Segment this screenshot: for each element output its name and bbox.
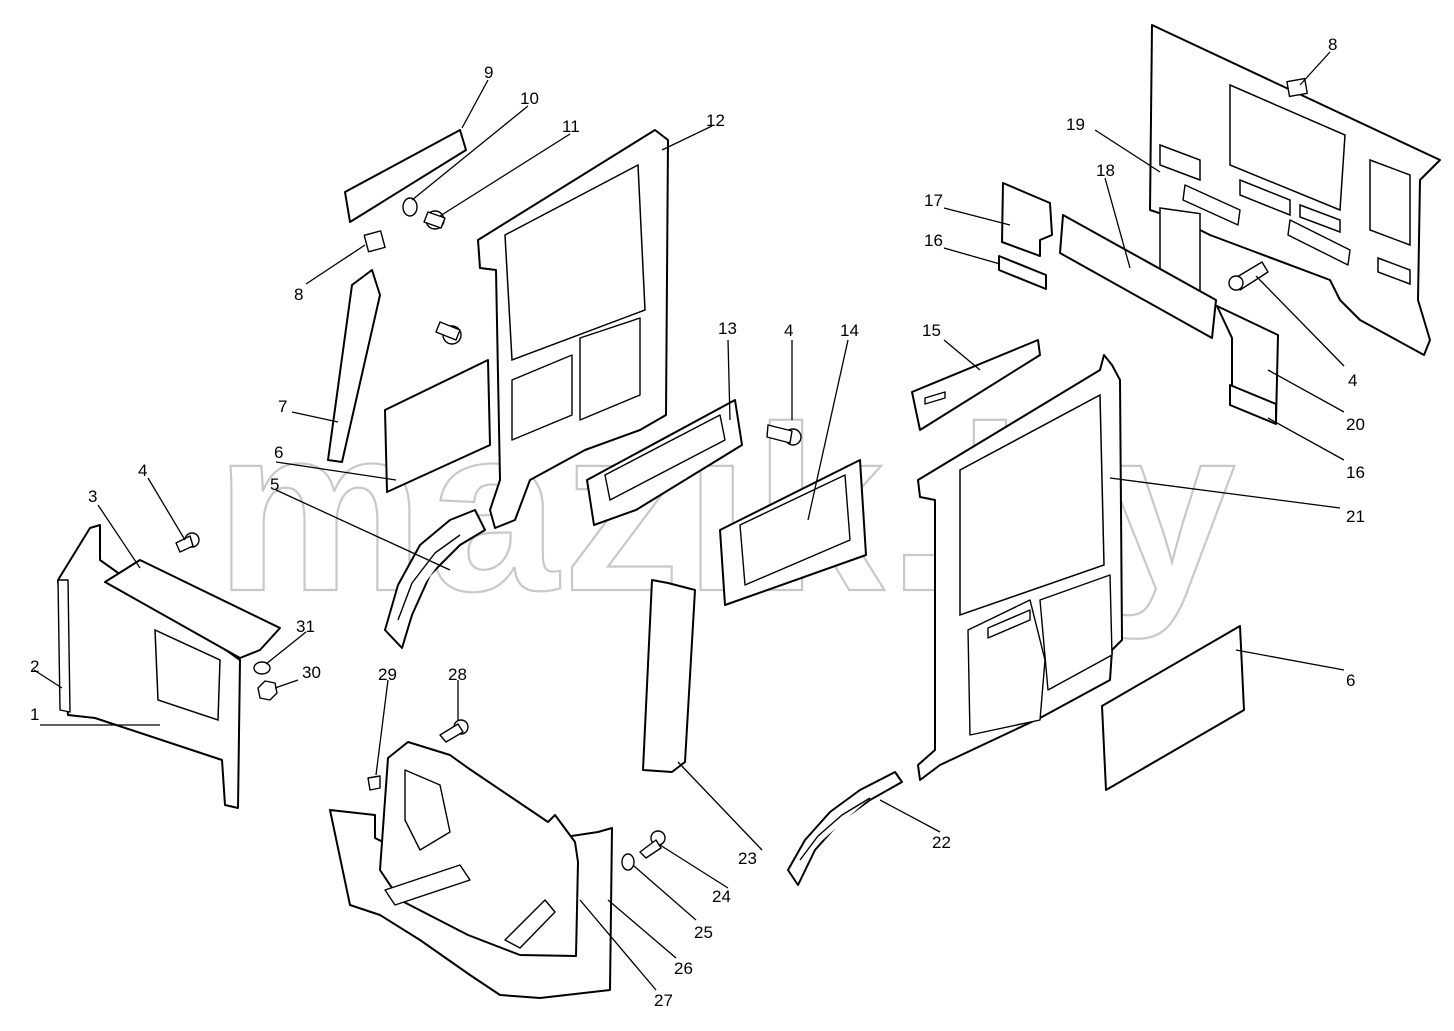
callout-16-upper: 16 (924, 231, 943, 250)
callout-15: 15 (922, 321, 941, 340)
part-22-arch-right (787, 771, 903, 886)
callout-3: 3 (88, 487, 97, 506)
callout-4-mid: 4 (784, 321, 793, 340)
part-4-screw-mid (766, 424, 802, 446)
callout-7: 7 (278, 397, 287, 416)
part-31-washer (253, 661, 271, 675)
callout-23: 23 (738, 849, 757, 868)
callout-labels: 9 10 11 12 8 7 6 5 4 3 2 1 31 30 29 28 1… (30, 35, 1365, 1010)
callout-2: 2 (30, 657, 39, 676)
part-4-screw-right (1228, 261, 1269, 291)
part-17-pad (1001, 182, 1053, 257)
part-21-side-panel-right (917, 354, 1123, 781)
part-6-sheet-center (384, 359, 491, 493)
callout-8-left: 8 (294, 285, 303, 304)
callout-29: 29 (378, 665, 397, 684)
part-28-screw (439, 719, 469, 743)
callout-31: 31 (296, 617, 315, 636)
callout-6-right: 6 (1346, 671, 1355, 690)
part-4-screw-left (175, 532, 200, 553)
callout-8-right: 8 (1328, 35, 1337, 54)
callout-24: 24 (712, 887, 731, 906)
callout-22: 22 (932, 833, 951, 852)
part-11-screw (423, 210, 446, 230)
part-16-block-upper (998, 255, 1047, 290)
part-19-rear-panel (1149, 24, 1441, 356)
part-25-washer (621, 853, 635, 871)
part-6-sheet-right (1101, 625, 1245, 791)
part-5-arch-center (384, 509, 486, 649)
part-16-block-lower (1229, 384, 1277, 425)
callout-11: 11 (562, 117, 580, 136)
part-29-clip (367, 775, 381, 791)
callout-6-center: 6 (274, 443, 283, 462)
part-1-frame-left (57, 524, 241, 809)
part-3-plate (104, 559, 281, 659)
part-14-vent-panel (719, 459, 867, 606)
part-15-bracket (911, 339, 1041, 431)
part-7-pillar-trim (327, 269, 381, 463)
callout-25: 25 (694, 923, 713, 942)
callout-13: 13 (718, 319, 737, 338)
callout-30: 30 (302, 663, 321, 682)
callout-1: 1 (30, 705, 39, 724)
callout-17: 17 (924, 191, 943, 210)
callout-19: 19 (1066, 115, 1085, 134)
callout-20: 20 (1346, 415, 1365, 434)
callout-4-right: 4 (1348, 371, 1357, 390)
part-13-vent-panel (586, 399, 743, 526)
part-18-strip (1059, 214, 1217, 339)
callout-10: 10 (520, 89, 539, 108)
part-9-bracket (344, 129, 467, 223)
part-10-washer (402, 197, 418, 217)
callout-27: 27 (654, 991, 673, 1010)
leader-lines (33, 51, 1345, 991)
callout-14: 14 (840, 321, 859, 340)
part-30-nut (257, 680, 278, 701)
callout-21: 21 (1346, 507, 1365, 526)
callout-4-left: 4 (138, 461, 147, 480)
callout-28: 28 (448, 665, 467, 684)
part-23-pillar (642, 579, 696, 773)
callout-26: 26 (674, 959, 693, 978)
callout-9: 9 (484, 63, 493, 82)
callout-12: 12 (706, 111, 725, 130)
callout-16-lower: 16 (1346, 463, 1365, 482)
part-2-side-strip (57, 579, 71, 713)
part-24-screw (639, 830, 666, 859)
callout-18: 18 (1096, 161, 1115, 180)
part-8-clip-left (363, 230, 386, 253)
part-27-duct-housing (379, 741, 579, 957)
callout-5: 5 (270, 475, 279, 494)
part-12-side-panel-center (477, 129, 669, 529)
part-4-screw-center (435, 321, 462, 345)
